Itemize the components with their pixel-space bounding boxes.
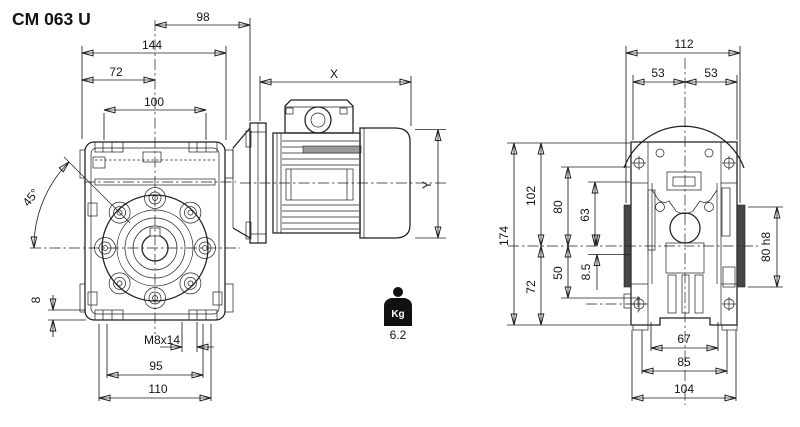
top-lug <box>94 141 124 153</box>
dim-98-label: 98 <box>196 10 210 24</box>
dim-174-label: 174 <box>497 226 511 246</box>
dim-102: 102 <box>524 142 545 247</box>
corner-plate <box>630 283 649 326</box>
bottom-foot <box>188 309 218 321</box>
rib-slot <box>681 274 690 314</box>
dim-53-53: 53 53 <box>632 66 738 140</box>
dim-110: 110 <box>98 324 212 402</box>
dim-45deg-label: 45° <box>20 186 42 209</box>
foot-pad <box>632 324 649 331</box>
terminal-box-screw <box>339 107 348 115</box>
dim-95: 95 <box>106 324 204 379</box>
front-view-dimensions: 98 144 72 100 X Y <box>20 10 446 402</box>
side-view-dimensions: 112 53 53 174 102 72 80 <box>497 37 783 402</box>
dim-y-label: Y <box>420 181 434 189</box>
dim-8-5-label: 8.5 <box>579 263 593 280</box>
motor-slot-bar <box>302 145 362 154</box>
dim-72: 72 <box>81 65 156 84</box>
dim-m8x14: M8x14 <box>144 322 214 352</box>
motor-side-view <box>232 99 446 244</box>
casting-contour <box>651 189 718 214</box>
fan-cover <box>359 127 411 239</box>
dim-102-label: 102 <box>524 186 538 206</box>
dim-x-label: X <box>330 67 338 81</box>
top-lug <box>188 141 218 153</box>
foot-pad <box>721 324 738 331</box>
dim-63: 63 <box>578 181 630 247</box>
bottom-foot <box>94 309 124 321</box>
dim-67: 67 <box>650 322 719 352</box>
dim-50-label: 50 <box>551 266 565 280</box>
dim-104-label: 104 <box>674 382 694 396</box>
oil-plug <box>666 171 702 191</box>
rib-slot <box>694 274 704 314</box>
corner-bolts <box>632 156 736 311</box>
side-lug <box>224 283 234 313</box>
weight-unit-label: Kg <box>391 309 404 320</box>
dim-67-label: 67 <box>677 332 691 346</box>
dim-80-label: 80 <box>551 200 565 214</box>
dim-50: 50 <box>551 245 640 299</box>
dim-53-left-label: 53 <box>651 66 665 80</box>
side-lug <box>224 149 234 179</box>
dim-x: X <box>259 67 412 126</box>
dim-112-label: 112 <box>674 37 693 51</box>
rail-slot <box>647 189 656 251</box>
dim-95-label: 95 <box>149 359 163 373</box>
foot-boss <box>623 293 632 309</box>
45deg-ray <box>63 156 131 224</box>
casting-boss <box>92 156 106 169</box>
dim-144-label: 144 <box>142 38 162 52</box>
casting-boss <box>87 291 98 306</box>
dim-80: 80 <box>551 166 630 247</box>
dim-80h8-label: 80 h8 <box>759 232 773 262</box>
side-lug <box>79 149 86 179</box>
dim-85: 85 <box>641 330 728 375</box>
rail-slot <box>721 187 731 237</box>
rib-slot <box>667 274 677 314</box>
terminal-box-screw <box>285 107 294 115</box>
dim-45deg: 45° <box>20 161 70 249</box>
casting-boss <box>142 151 162 163</box>
dim-98: 98 <box>154 10 251 121</box>
dim-72-side: 72 <box>524 245 545 326</box>
dim-8: 8 <box>29 295 86 337</box>
rail-slot <box>722 266 736 288</box>
dim-110-label: 110 <box>148 382 167 396</box>
dim-112: 112 <box>625 37 741 203</box>
dim-174: 174 <box>497 142 630 326</box>
side-lug <box>79 283 86 313</box>
drawing-title: CM 063 U <box>12 9 91 29</box>
dim-8-5: 8.5 <box>579 234 630 290</box>
dim-y: Y <box>415 129 446 239</box>
dim-85-label: 85 <box>677 355 691 369</box>
gearbox-front-view <box>30 20 240 334</box>
worm-housing-dome <box>623 125 745 169</box>
casting-boss <box>212 291 223 306</box>
dim-8-label: 8 <box>29 296 43 303</box>
dim-72-label: 72 <box>109 65 123 79</box>
dim-72-side-label: 72 <box>524 280 538 294</box>
dim-53-right-label: 53 <box>704 66 718 80</box>
corner-plate <box>720 141 738 184</box>
dim-63-label: 63 <box>578 208 592 222</box>
dim-144: 144 <box>81 38 227 140</box>
dim-m8x14-label: M8x14 <box>144 333 180 347</box>
motor-nameplate <box>285 168 354 201</box>
dim-100: 100 <box>103 95 207 140</box>
dim-104: 104 <box>631 330 737 402</box>
dim-100-label: 100 <box>144 95 164 109</box>
cable-gland <box>304 106 332 134</box>
terminal-box <box>284 99 354 134</box>
weight-icon: Kg 6.2 <box>384 287 412 342</box>
corner-plate <box>630 141 649 184</box>
casting-boss <box>87 202 98 217</box>
weight-value: 6.2 <box>390 328 407 342</box>
dim-80h8: 80 h8 <box>748 206 783 288</box>
